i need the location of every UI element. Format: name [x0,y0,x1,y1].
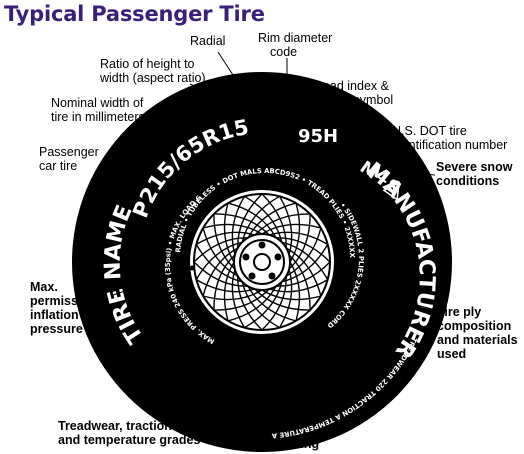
wheel-spoke [195,231,255,246]
callout-labels: Radial Rim diameter code Ratio of height… [30,31,521,451]
wheel-spoke [254,288,311,311]
wheel-spoke [213,213,270,236]
wheel-spoke [193,237,249,263]
callout-aspect-ratio: Ratio of height to width (aspect ratio) [99,57,206,85]
callout-severe-snow: Severe snow conditions [436,160,516,188]
lug-nut [268,272,276,280]
callout-ply-composition: Tire ply composition and materials used [437,305,521,361]
page-title: Typical Passenger Tire [4,2,265,26]
lug-nut [258,241,266,249]
callout-max-load: Max. load rating [224,437,319,451]
wheel-spoke [237,275,263,331]
wheel-spoke [288,213,311,270]
wheel-spoke [202,247,239,297]
wheel-spoke [223,261,235,322]
callout-passenger-car: Passenger car tire [39,145,102,173]
callout-radial: Radial [190,34,225,48]
wheel-spoke [278,195,293,255]
callout-dot-id: U.S. DOT tire identification number [392,124,507,152]
leader-lines [111,51,437,441]
callout-max-pressure: Max. permissable inflation pressure [30,280,106,336]
wheel-spoke [275,261,331,287]
wheel-spoke [231,269,246,329]
wheel-spoke [261,289,322,301]
wheel-spoke [227,202,277,239]
callout-load-index: Load index & speed symbol [316,79,393,107]
callout-rim-diameter: Rim diameter code [258,31,336,59]
lug-nut [274,253,282,261]
callout-treadwear: Treadwear, traction and temperature grad… [58,419,200,447]
lug-nut [248,272,256,280]
wheel-spoke [241,281,280,329]
wheel-spoke [288,254,311,311]
wheel-spoke [261,193,287,249]
wheel-spoke [247,285,297,322]
wheel-spoke [202,223,263,235]
wheel-spoke [213,254,236,311]
load-speed-code: 95H [298,126,338,147]
wheel-spokes [193,193,331,331]
tire: P215/65R15 95H TIRE NAME MANUFACTURER M+… [72,72,452,452]
wheel-spoke [195,241,243,280]
wheel-spoke [269,278,329,293]
wheel-spoke [285,227,322,277]
callout-nominal-width: Nominal width of tire in millimeters [51,96,147,124]
lug-nut [242,253,250,261]
wheel-spoke [281,244,329,283]
wheel-spoke [244,195,283,243]
